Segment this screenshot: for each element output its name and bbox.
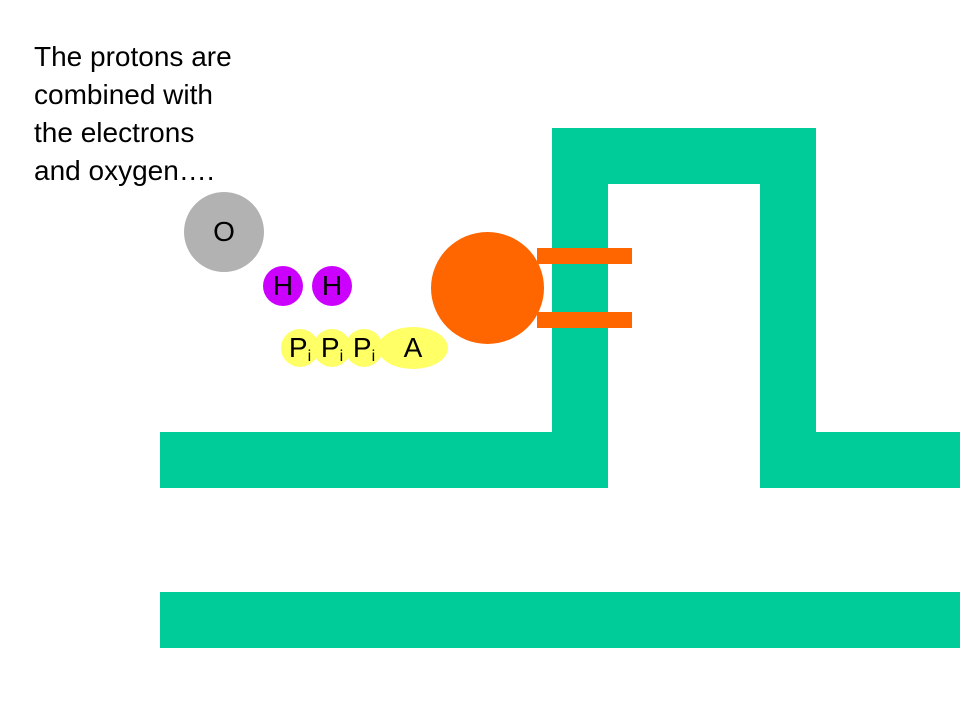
adenosine-molecule: A <box>378 327 448 369</box>
atp-synthase-head <box>431 232 544 344</box>
caption-line-1: The protons are <box>34 41 232 72</box>
oxygen-atom: O <box>184 192 264 272</box>
membrane-upper-right <box>760 432 960 488</box>
hydrogen-ion: H <box>263 266 303 306</box>
phosphate-label: P <box>320 332 340 363</box>
hydrogen-label: H <box>272 270 294 301</box>
caption-line-3: the electrons <box>34 117 195 148</box>
membrane-lower <box>160 592 960 648</box>
phosphate-label: P <box>288 332 308 363</box>
caption-line-4: and oxygen…. <box>34 155 215 186</box>
phosphate-subscript: i <box>339 348 344 365</box>
oxygen-label: O <box>213 216 235 247</box>
phosphate-subscript: i <box>307 348 312 365</box>
channel-right-wall <box>760 128 816 488</box>
hydrogen-label: H <box>321 270 343 301</box>
caption-line-2: combined with <box>34 79 213 110</box>
atp-synthase-arm-bottom <box>537 312 632 328</box>
phosphate-subscript: i <box>371 348 376 365</box>
hydrogen-ion: H <box>312 266 352 306</box>
adenosine-label: A <box>403 332 423 363</box>
caption-text: The protons are combined with the electr… <box>34 38 284 190</box>
atp-synthase-arm-top <box>537 248 632 264</box>
membrane-upper-left <box>160 432 608 488</box>
channel-left-wall <box>552 128 608 488</box>
phosphate-label: P <box>352 332 372 363</box>
